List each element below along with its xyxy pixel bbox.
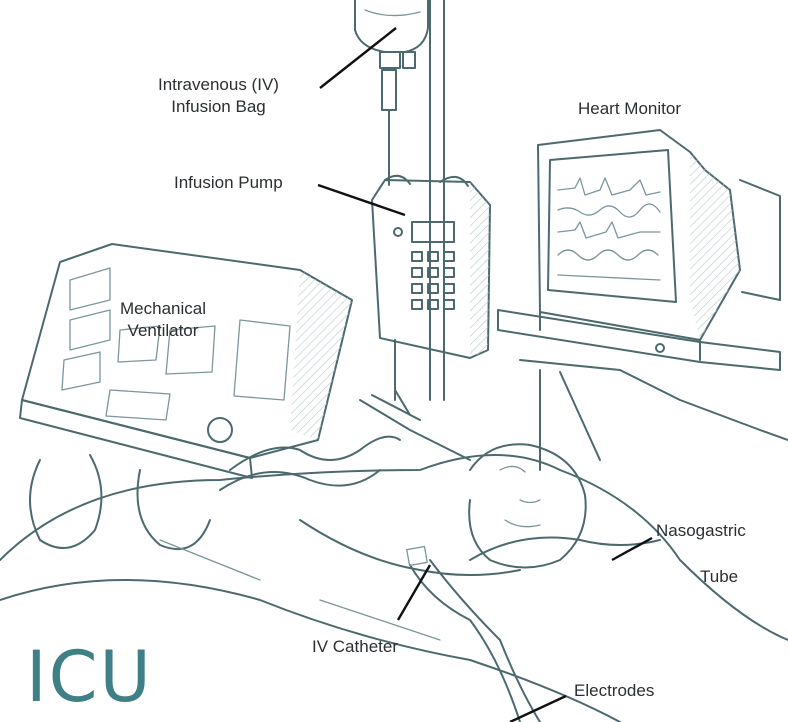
label-heart-monitor: Heart Monitor [578, 98, 681, 120]
label-nasogastric-line1: Nasogastric [656, 520, 746, 542]
ventilator-tubing [220, 390, 470, 490]
label-ventilator-line1: Mechanical [120, 298, 206, 320]
label-iv-catheter: IV Catheter [312, 636, 398, 658]
label-nasogastric-line2: Tube [700, 566, 738, 588]
label-iv-bag-line2: Infusion Bag [158, 96, 279, 118]
mechanical-ventilator [20, 244, 352, 549]
iv-pole [430, 0, 444, 400]
label-electrodes: Electrodes [574, 680, 654, 702]
label-ventilator: Mechanical Ventilator [120, 298, 206, 342]
label-infusion-pump: Infusion Pump [174, 172, 283, 194]
infusion-pump-leader [318, 185, 405, 215]
label-iv-bag: Intravenous (IV) Infusion Bag [158, 74, 279, 118]
heart-monitor [498, 130, 780, 370]
icu-title: ICU [26, 642, 153, 712]
nasogastric-leader [612, 538, 652, 560]
label-iv-bag-line1: Intravenous (IV) [158, 74, 279, 96]
label-ventilator-line2: Ventilator [120, 320, 206, 342]
iv-bag [355, 0, 428, 185]
